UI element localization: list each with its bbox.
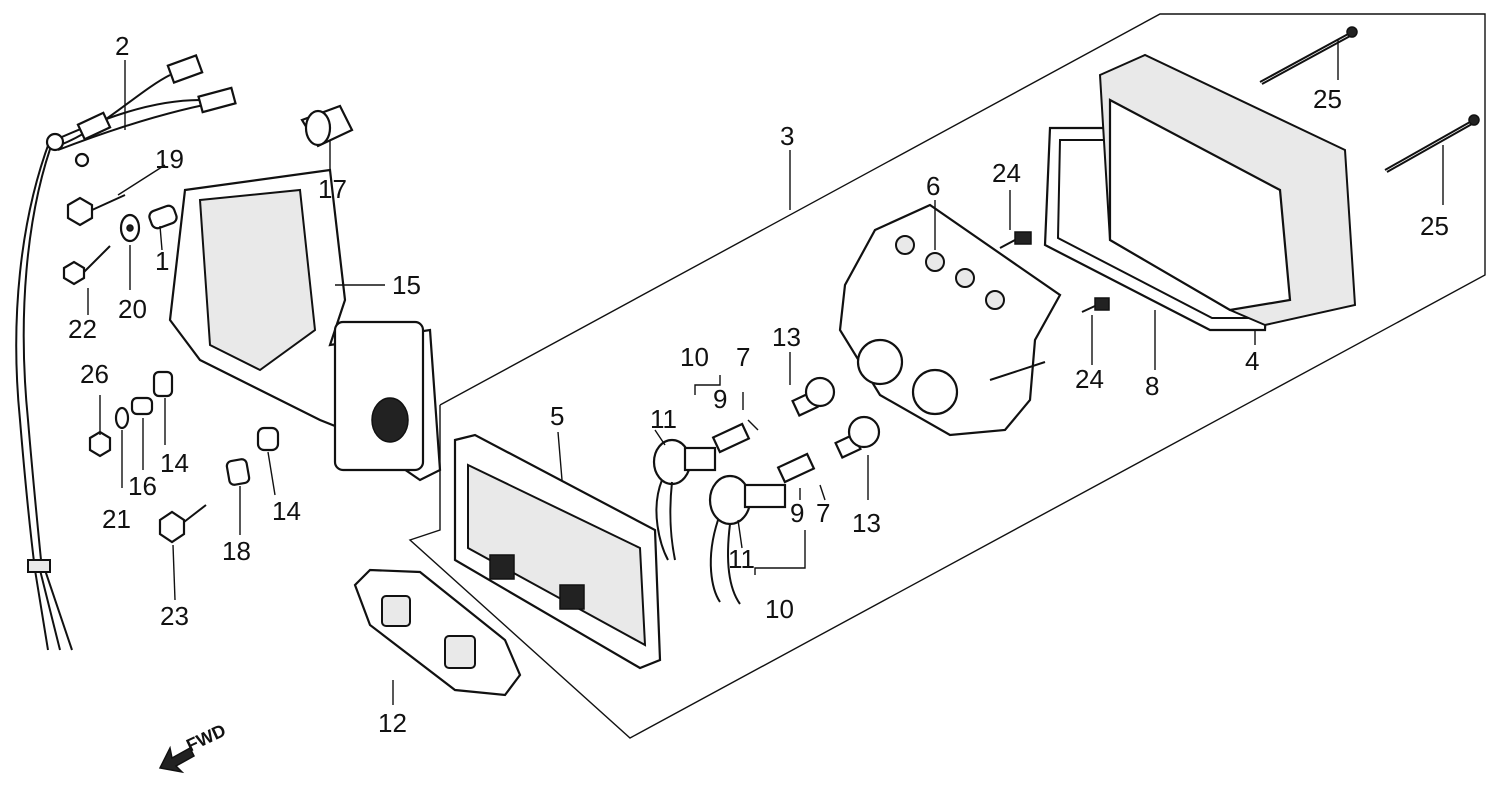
callout-10b: 10	[765, 594, 794, 624]
callout-4: 4	[1245, 346, 1259, 376]
arrow-left-down-icon	[158, 745, 195, 774]
callout-26: 26	[80, 359, 109, 389]
bracket	[168, 168, 442, 482]
sockets	[652, 422, 816, 605]
callout-8: 8	[1145, 371, 1159, 401]
left-hardware	[62, 104, 354, 544]
bulbs	[791, 376, 881, 459]
screws-24	[999, 231, 1110, 313]
callout-14b: 14	[272, 496, 301, 526]
callout-21: 21	[102, 504, 131, 534]
callout-24b: 24	[1075, 364, 1104, 394]
callout-2: 2	[115, 31, 129, 61]
backing-plate	[353, 568, 522, 697]
fwd-indicator: FWD	[158, 720, 229, 774]
callout-16: 16	[128, 471, 157, 501]
callout-9b: 9	[790, 498, 804, 528]
wire-harness	[15, 54, 237, 651]
screws-25	[1259, 26, 1480, 173]
callout-18: 18	[222, 536, 251, 566]
callout-20: 20	[118, 294, 147, 324]
callout-11b: 11	[728, 544, 755, 574]
callout-13b: 13	[852, 508, 881, 538]
callout-7b: 7	[816, 498, 830, 528]
callout-numbers: 2 19 17 1 15 20 22 26 14 16 21 14 18 23 …	[68, 31, 1449, 738]
callout-1: 1	[155, 246, 169, 276]
callout-3: 3	[780, 121, 794, 151]
callout-17: 17	[318, 174, 347, 204]
callout-23: 23	[160, 601, 189, 631]
callout-13a: 13	[772, 322, 801, 352]
leader-lines	[87, 40, 1444, 705]
callout-22: 22	[68, 314, 97, 344]
lens-cover	[1098, 53, 1357, 327]
callout-19: 19	[155, 144, 184, 174]
callout-9a: 9	[713, 384, 727, 414]
callout-25b: 25	[1420, 211, 1449, 241]
callout-15: 15	[392, 270, 421, 300]
callout-12: 12	[378, 708, 407, 738]
base-housing	[838, 203, 1062, 437]
lens	[453, 433, 662, 670]
fwd-label: FWD	[183, 720, 229, 755]
assembly-outline	[408, 13, 1486, 739]
callout-11a: 11	[650, 404, 677, 434]
callout-7a: 7	[736, 342, 750, 372]
callout-6: 6	[926, 171, 940, 201]
callout-10a: 10	[680, 342, 709, 372]
callout-25a: 25	[1313, 84, 1342, 114]
callout-5: 5	[550, 401, 564, 431]
callout-24a: 24	[992, 158, 1021, 188]
callout-14a: 14	[160, 448, 189, 478]
